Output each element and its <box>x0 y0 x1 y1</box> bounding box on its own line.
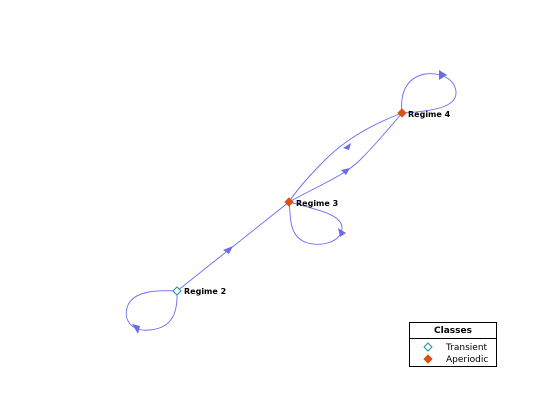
legend-transient-label: Transient <box>445 343 488 353</box>
edge-r3-r4 <box>288 112 403 203</box>
edge-r4-r3-arrow <box>343 143 351 150</box>
node-regime-4-label: Regime 4 <box>408 110 451 119</box>
edge-r4-r3 <box>288 112 403 203</box>
legend-transient-marker <box>423 342 433 352</box>
node-regime-2-label: Regime 2 <box>184 287 226 296</box>
edge-r2-self <box>125 290 178 331</box>
edge-r2-self-arrow <box>132 324 140 334</box>
edge-r2-r3-arrow <box>223 246 233 254</box>
edge-r2-r3 <box>176 201 290 292</box>
edge-r3-self-arrow <box>338 228 346 237</box>
node-regime-3-label: Regime 3 <box>296 199 338 208</box>
edge-r4-self <box>401 73 457 114</box>
node-regime-2-marker <box>172 286 182 296</box>
nodes: Regime 2 Regime 3 Regime 4 <box>172 108 451 296</box>
legend-aperiodic-marker <box>423 354 433 364</box>
edge-r3-r4-arrow <box>341 168 350 175</box>
legend: Classes Transient Aperiodic <box>409 322 497 367</box>
node-regime-3-marker <box>284 197 294 207</box>
edge-r3-self <box>288 201 343 245</box>
legend-aperiodic-label: Aperiodic <box>446 355 488 365</box>
edges <box>125 70 457 334</box>
legend-title: Classes <box>434 326 472 336</box>
node-regime-4-marker <box>397 108 407 118</box>
edge-r4-self-arrow <box>439 70 447 80</box>
